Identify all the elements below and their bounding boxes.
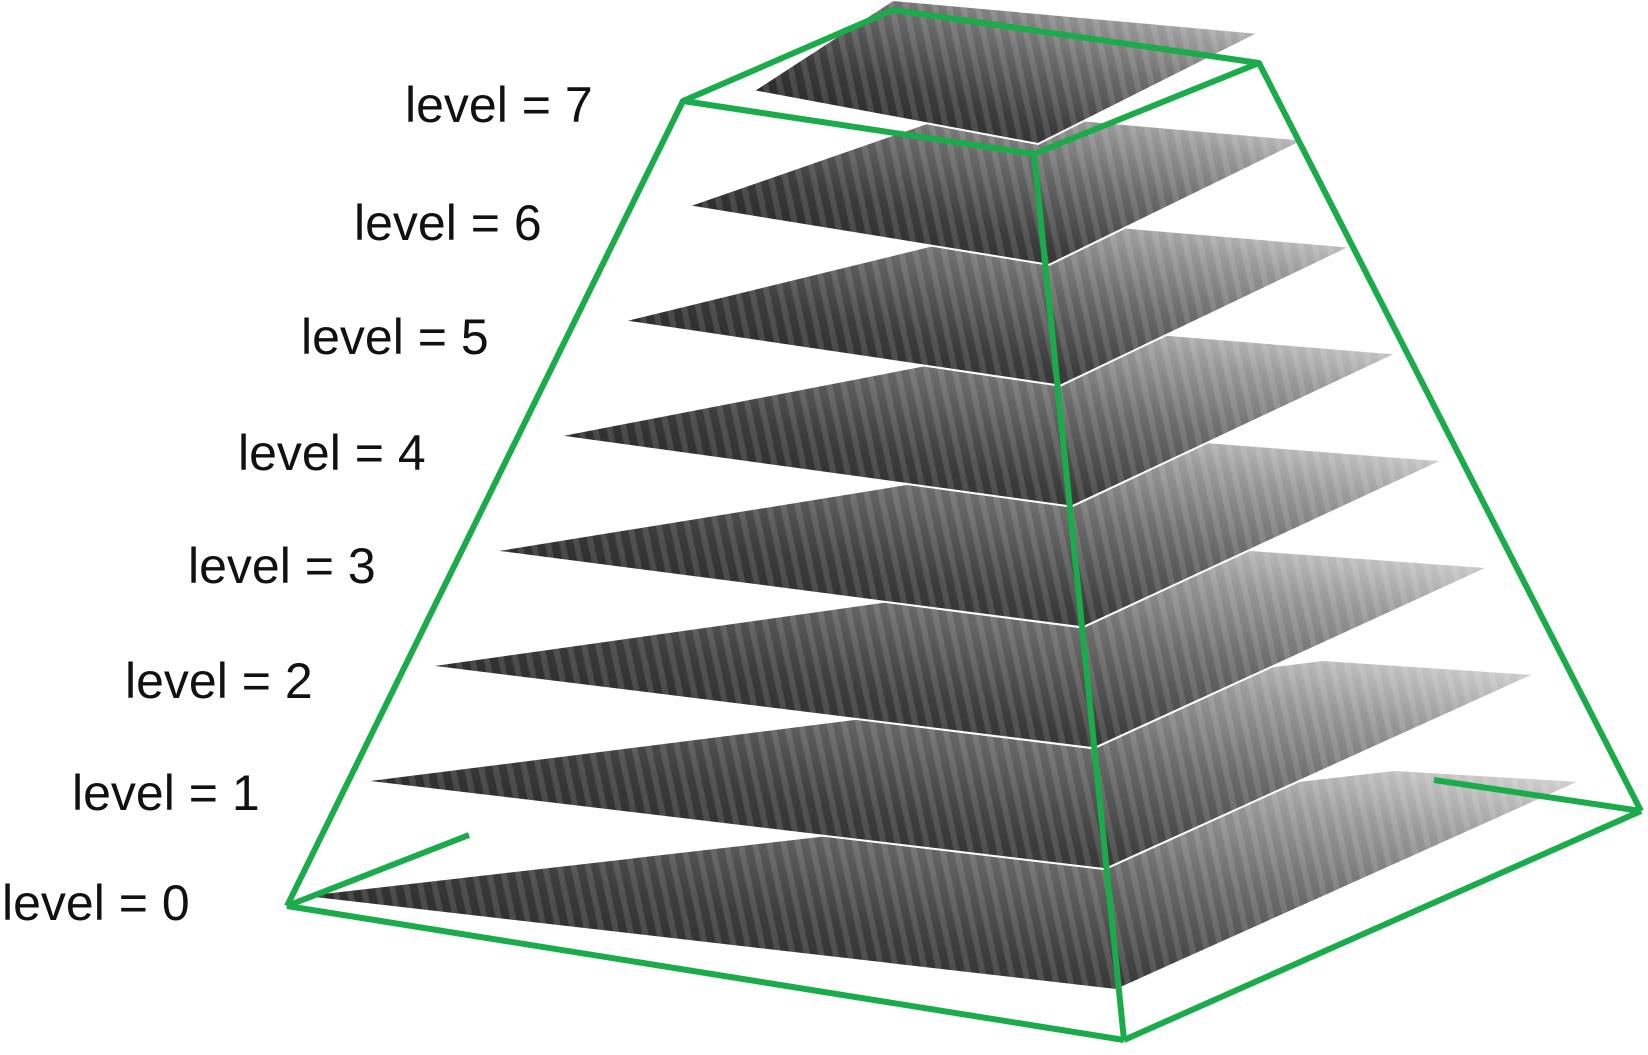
slice-texture bbox=[622, 220, 1351, 386]
level-7-label: level = 7 bbox=[405, 77, 593, 133]
pyramid-slices bbox=[296, 0, 1582, 992]
slice-texture bbox=[753, 0, 1259, 144]
slice-texture bbox=[492, 440, 1443, 628]
level-1-label: level = 1 bbox=[72, 765, 260, 821]
level-2-label: level = 2 bbox=[125, 653, 313, 709]
level-6-label: level = 6 bbox=[354, 195, 542, 251]
pyramid-slice bbox=[687, 108, 1309, 266]
frame-bottom-front-left-edge bbox=[286, 903, 1125, 1043]
frame-right-edge bbox=[1256, 61, 1644, 813]
pyramid-frame bbox=[284, 7, 1644, 1043]
slice-texture bbox=[687, 110, 1305, 265]
frame-bottom-back-right-edge bbox=[1433, 777, 1642, 814]
level-4-label: level = 4 bbox=[238, 425, 426, 481]
frame-front-edge bbox=[1031, 153, 1127, 1041]
frame-bottom-back-left-edge bbox=[285, 832, 471, 909]
level-labels: level = 7 level = 6 level = 5 level = 4 … bbox=[2, 77, 593, 931]
slice-texture bbox=[427, 550, 1490, 749]
level-3-label: level = 3 bbox=[188, 538, 376, 594]
slice-texture bbox=[297, 770, 1581, 990]
level-5-label: level = 5 bbox=[301, 309, 489, 365]
slice-texture bbox=[557, 330, 1397, 507]
slice-texture bbox=[362, 660, 1536, 870]
frame-bottom-front-right-edge bbox=[1122, 808, 1643, 1043]
frame-left-edge bbox=[284, 99, 686, 908]
level-0-label: level = 0 bbox=[2, 875, 190, 931]
